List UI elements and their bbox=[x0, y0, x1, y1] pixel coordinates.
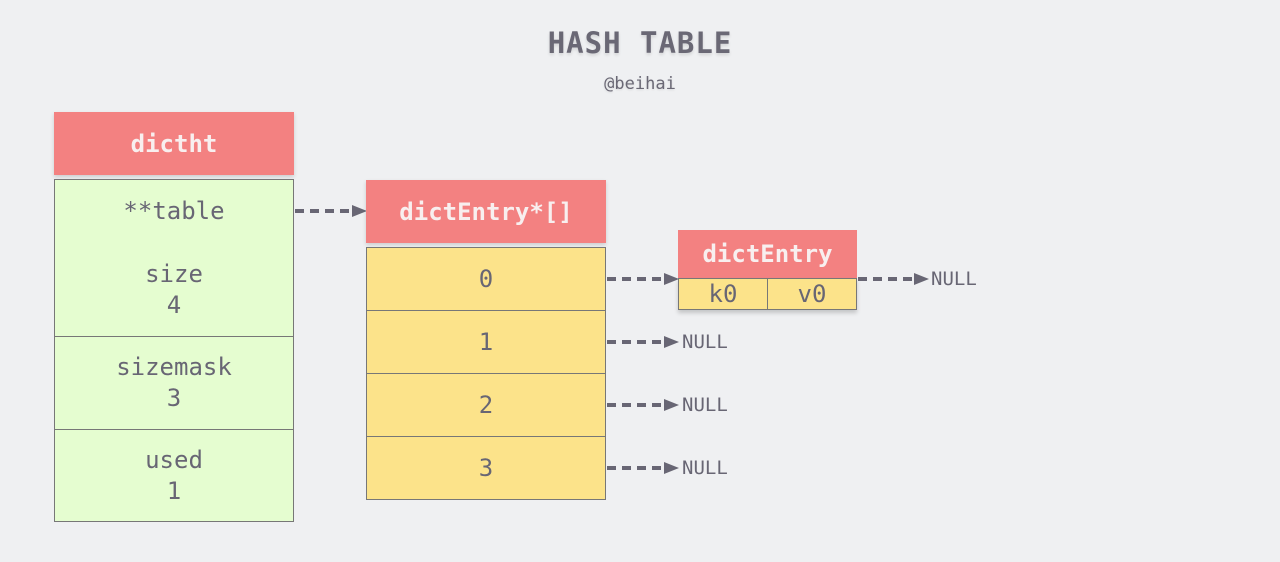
key-text: k0 bbox=[708, 279, 738, 308]
bucket-1: 1 bbox=[366, 310, 606, 374]
dict-entry-header: dictEntry bbox=[678, 230, 857, 278]
field-value: 3 bbox=[166, 384, 182, 412]
arrowhead-icon bbox=[664, 462, 679, 474]
field-value: 4 bbox=[166, 290, 182, 319]
pointer-arrow-bucket-2 bbox=[607, 403, 664, 407]
dict-entry-key: k0 bbox=[678, 278, 768, 310]
diagram-title: HASH TABLE bbox=[547, 26, 733, 60]
dictht-header: dictht bbox=[54, 112, 294, 175]
field-value: 1 bbox=[166, 476, 182, 505]
bucket-2: 2 bbox=[366, 373, 606, 437]
field-name: size bbox=[145, 259, 203, 288]
null-label-next: NULL bbox=[931, 268, 977, 290]
arrowhead-icon bbox=[664, 336, 679, 348]
bucket-array-label: dictEntry*[] bbox=[399, 197, 573, 226]
bucket-index: 0 bbox=[478, 264, 494, 293]
bucket-index: 3 bbox=[478, 453, 494, 482]
pointer-arrow-bucket-1 bbox=[607, 340, 664, 344]
null-label-bucket-2: NULL bbox=[682, 394, 728, 416]
dictht-field-sizemask: sizemask 3 bbox=[54, 336, 294, 430]
null-label-bucket-1: NULL bbox=[682, 331, 728, 353]
null-label-bucket-3: NULL bbox=[682, 457, 728, 479]
dictht-label: dictht bbox=[130, 129, 218, 158]
arrowhead-icon bbox=[664, 399, 679, 411]
pointer-arrow-bucket-3 bbox=[607, 466, 664, 470]
bucket-index: 1 bbox=[478, 327, 494, 356]
bucket-0: 0 bbox=[366, 247, 606, 311]
arrowhead-icon bbox=[664, 273, 679, 285]
dictht-field-used: used 1 bbox=[54, 429, 294, 522]
field-name: **table bbox=[123, 197, 225, 225]
dict-entry-label: dictEntry bbox=[702, 240, 833, 268]
field-name: sizemask bbox=[116, 353, 232, 381]
pointer-arrow-next bbox=[858, 277, 914, 281]
dict-entry-value: v0 bbox=[767, 278, 857, 310]
arrowhead-icon bbox=[914, 273, 929, 285]
dictht-field-table: **table bbox=[54, 179, 294, 244]
dictht-field-size: size 4 bbox=[54, 243, 294, 337]
arrowhead-icon bbox=[352, 205, 367, 217]
pointer-arrow-table bbox=[295, 209, 352, 213]
field-name: used bbox=[145, 445, 203, 474]
value-text: v0 bbox=[797, 279, 827, 308]
pointer-arrow-bucket-0 bbox=[607, 277, 664, 281]
bucket-index: 2 bbox=[478, 390, 494, 419]
bucket-3: 3 bbox=[366, 436, 606, 500]
dict-entry-kv: k0 v0 bbox=[678, 278, 857, 310]
bucket-array-header: dictEntry*[] bbox=[366, 180, 606, 243]
author-label: @beihai bbox=[604, 74, 676, 94]
